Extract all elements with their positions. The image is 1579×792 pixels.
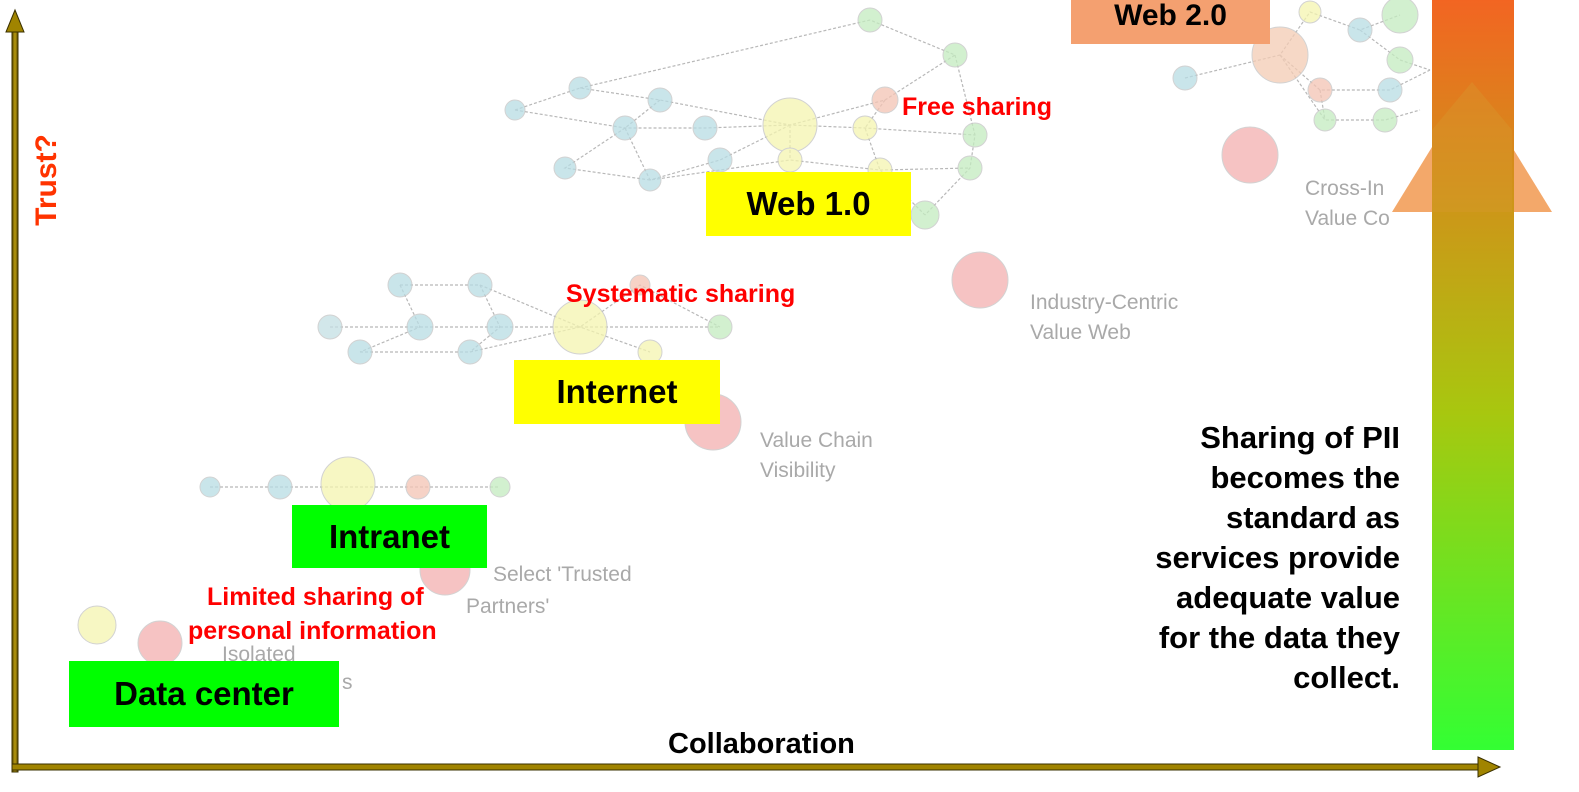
trust-arrow-overlap [1432,82,1512,212]
value-chain-line1: Value Chain [760,429,873,452]
x-axis-label: Collaboration [668,728,855,760]
industry-line1: Industry-Centric [1030,291,1179,314]
stage-intranet: Intranet [292,505,487,568]
pii-note-line: becomes the [1210,460,1400,495]
free-sharing-label: Free sharing [902,93,1053,121]
stage-internet: Internet [514,360,720,424]
stage-web1: Web 1.0 [706,172,911,236]
x-axis [11,756,1502,778]
network-edges [210,11,1431,488]
value-chain-line2: Visibility [760,459,836,482]
x-axis-arrowhead [1477,756,1502,778]
pii-note-line: for the data they [1158,620,1400,655]
limited-sharing-line2: personal information [188,617,437,645]
stage-data-center: Data center [69,661,339,727]
select-partners-line1: Select 'Trusted [493,563,632,586]
isolated-tail-label: s [342,671,353,694]
limited-sharing-line1: Limited sharing of [207,583,424,611]
y-axis-label: Trust? [30,134,63,226]
cross-line1: Cross-In [1305,177,1385,200]
cross-line2: Value Co [1305,207,1390,230]
pii-note-line: services provide [1155,540,1400,575]
pii-note-line: Sharing of PII [1200,420,1400,455]
industry-line2: Value Web [1030,321,1131,344]
trust-gradient-bar [1432,0,1514,750]
pii-note-line: standard as [1225,500,1400,535]
y-axis-arrowhead [5,8,25,33]
y-axis [5,8,25,773]
pii-note-line: collect. [1293,660,1400,695]
systematic-sharing-label: Systematic sharing [566,280,796,308]
isolated-label: Isolated [222,643,296,666]
stage-web2: Web 2.0 [1071,0,1270,44]
pii-note: Sharing of PII becomes the standard as s… [1040,418,1400,698]
pii-note-line: adequate value [1176,580,1400,615]
select-partners-line2: Partners' [466,595,550,618]
